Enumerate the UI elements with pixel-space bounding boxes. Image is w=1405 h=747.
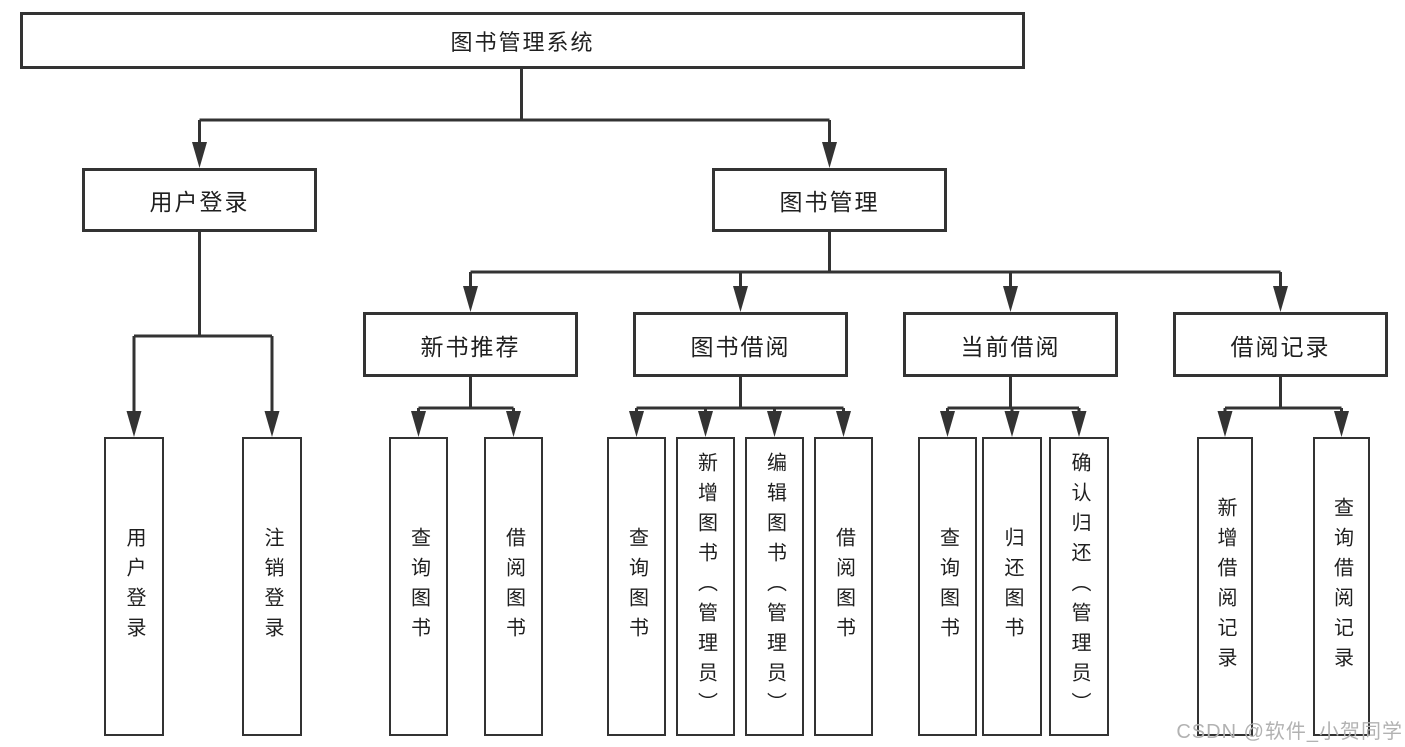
leaf-query-books-under-new: 查询图书	[389, 437, 448, 736]
leaf-borrow-books-under-new-label: 借阅图书	[502, 526, 525, 647]
leaf-confirm-return-admin: 确认归还（管理员）	[1049, 437, 1109, 736]
leaf-return-books-label: 归还图书	[1001, 526, 1023, 647]
leaf-query-books-under-new-label: 查询图书	[407, 526, 430, 647]
node-book-management: 图书管理	[712, 168, 947, 232]
node-current-borrow: 当前借阅	[903, 312, 1118, 377]
leaf-user-login: 用户登录	[104, 437, 164, 736]
node-borrow-records: 借阅记录	[1173, 312, 1388, 377]
leaf-edit-books-admin-label: 编辑图书（管理员）	[763, 451, 786, 722]
leaf-logout-label: 注销登录	[261, 526, 283, 647]
leaf-edit-books-admin: 编辑图书（管理员）	[745, 437, 804, 736]
leaf-add-books-admin-label: 新增图书（管理员）	[694, 451, 717, 722]
leaf-add-borrow-record: 新增借阅记录	[1197, 437, 1253, 736]
node-book-borrow: 图书借阅	[633, 312, 848, 377]
leaf-query-books-under-borrow-label: 查询图书	[625, 526, 648, 647]
leaf-user-login-label: 用户登录	[123, 526, 145, 647]
node-root: 图书管理系统	[20, 12, 1025, 69]
leaf-borrow-books-under-new: 借阅图书	[484, 437, 543, 736]
arrowhead-icons	[126, 142, 1349, 437]
leaf-logout: 注销登录	[242, 437, 302, 736]
leaf-borrow-books-under-borrow-label: 借阅图书	[832, 526, 855, 647]
leaf-query-borrow-record: 查询借阅记录	[1313, 437, 1370, 736]
leaf-add-books-admin: 新增图书（管理员）	[676, 437, 735, 736]
leaf-borrow-books-under-borrow: 借阅图书	[814, 437, 873, 736]
node-user-login: 用户登录	[82, 168, 317, 232]
leaf-return-books: 归还图书	[982, 437, 1042, 736]
leaf-query-books-under-current-label: 查询图书	[936, 526, 959, 647]
leaf-add-borrow-record-label: 新增借阅记录	[1214, 496, 1236, 677]
csdn-watermark: CSDN @软件_小贺同学	[1176, 721, 1403, 743]
leaf-query-books-under-current: 查询图书	[918, 437, 977, 736]
leaf-confirm-return-admin-label: 确认归还（管理员）	[1068, 451, 1090, 722]
node-new-book-recommend: 新书推荐	[363, 312, 578, 377]
leaf-query-books-under-borrow: 查询图书	[607, 437, 666, 736]
leaf-query-borrow-record-label: 查询借阅记录	[1330, 496, 1353, 677]
